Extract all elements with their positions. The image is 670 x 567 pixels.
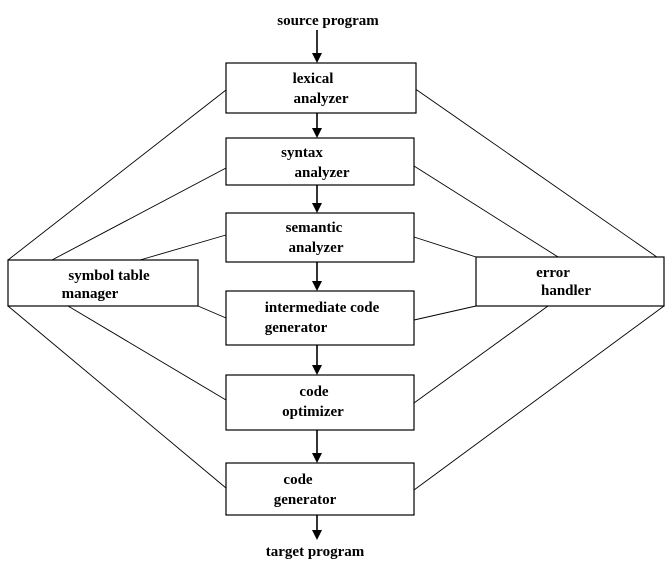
error-to-intermediate-line [413, 305, 477, 321]
symbol-table-manager-box: symbol table manager [7, 259, 199, 307]
phase-optimizer-line2: optimizer [282, 404, 344, 420]
phase-syntax-line1: syntax [281, 145, 323, 161]
symtab-to-lexical-line [7, 89, 227, 261]
error-to-semantic-line [413, 236, 477, 258]
phase-semantic-line2: analyzer [289, 240, 344, 256]
arrow-semantic-to-intermediate [312, 262, 322, 291]
error-handler-connectors [413, 87, 665, 491]
phase-syntax-line2: analyzer [295, 165, 350, 181]
arrow-optimizer-to-generator [312, 430, 322, 463]
phase-box-optimizer: code optimizer [225, 374, 415, 431]
flow-arrows [312, 30, 322, 540]
phase-intermediate-line2: generator [265, 320, 328, 336]
symtab-to-optimizer-line [67, 305, 227, 401]
phase-lexical-line2: analyzer [294, 91, 349, 107]
arrow-lexical-to-syntax [312, 113, 322, 138]
phase-box-syntax: syntax analyzer [225, 137, 415, 186]
phase-generator-line2: generator [274, 492, 337, 508]
error-to-optimizer-line [413, 305, 549, 404]
symbol-table-connectors [7, 89, 227, 489]
symbol-table-line1: symbol table [68, 268, 150, 284]
error-to-syntax-line [413, 165, 567, 263]
target-program-label: target program [266, 544, 365, 560]
phase-generator-line1: code [283, 472, 313, 488]
error-to-lexical-line [413, 87, 665, 263]
arrow-syntax-to-semantic [312, 185, 322, 213]
phase-box-lexical: lexical analyzer [225, 62, 417, 114]
arrow-generator-to-target [312, 515, 322, 540]
error-to-generator-line [413, 305, 665, 491]
source-program-label: source program [277, 13, 379, 29]
phase-lexical-line1: lexical [293, 71, 334, 87]
symbol-table-line2: manager [62, 286, 119, 302]
error-handler-line1: error [536, 265, 570, 281]
phase-semantic-line1: semantic [286, 220, 343, 236]
symtab-to-syntax-line [51, 167, 227, 261]
arrow-intermediate-to-optimizer [312, 345, 322, 375]
arrow-source-to-lexical [312, 30, 322, 63]
symtab-to-semantic-line [139, 234, 227, 261]
error-handler-line2: handler [541, 283, 591, 299]
symtab-to-intermediate-line [197, 305, 227, 319]
symtab-to-generator-line [7, 305, 227, 489]
phase-intermediate-line1: intermediate code [265, 300, 380, 316]
error-handler-box: error handler [475, 256, 665, 307]
phase-box-intermediate: intermediate code generator [225, 290, 415, 346]
phase-optimizer-line1: code [299, 384, 329, 400]
phase-box-generator: code generator [225, 462, 415, 516]
phase-box-semantic: semantic analyzer [225, 212, 415, 263]
